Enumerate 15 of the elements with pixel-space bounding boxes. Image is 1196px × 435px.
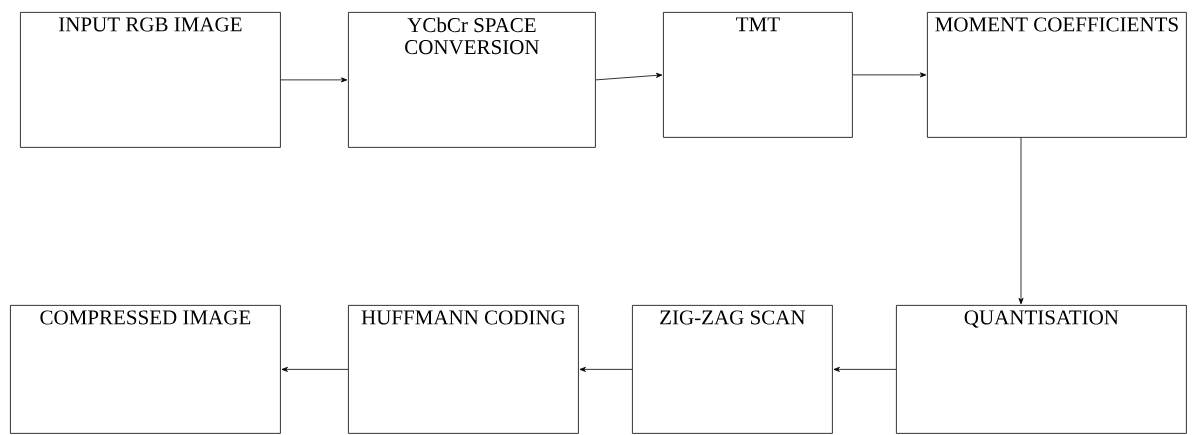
- process-box: QUANTISATION: [896, 305, 1187, 434]
- arrow: [833, 366, 897, 372]
- process-box: INPUT RGB IMAGE: [20, 12, 281, 148]
- arrow: [852, 72, 927, 78]
- process-box: ZIG-ZAG SCAN: [632, 305, 833, 434]
- arrow: [1018, 137, 1024, 305]
- process-box: TMT: [663, 12, 853, 138]
- process-box: YCbCr SPACE CONVERSION: [348, 12, 596, 148]
- arrow: [280, 77, 348, 83]
- arrow: [281, 366, 349, 372]
- arrow: [579, 366, 633, 372]
- process-box: COMPRESSED IMAGE: [10, 305, 281, 434]
- process-box: MOMENT COEFFICIENTS: [927, 12, 1187, 138]
- process-box: HUFFMANN CODING: [348, 305, 579, 434]
- arrow: [595, 72, 663, 81]
